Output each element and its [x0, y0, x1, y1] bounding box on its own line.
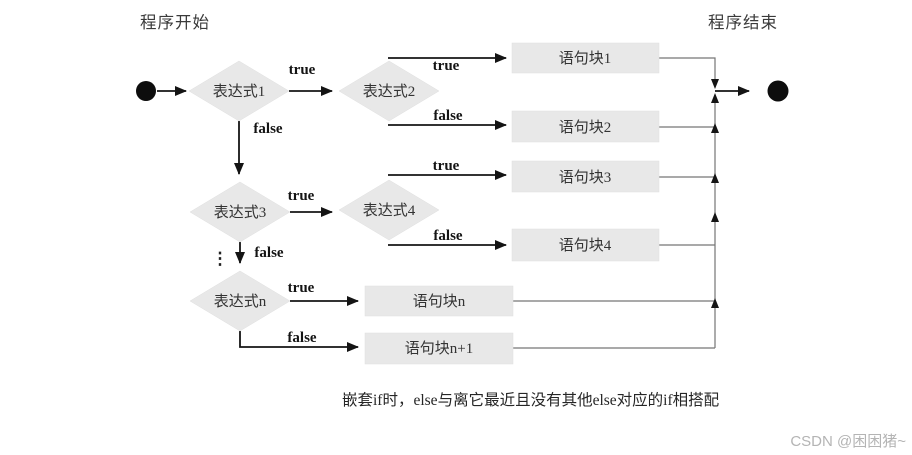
branch-label-dn-true: true: [288, 280, 315, 296]
collector-up-arrowhead-n-icon: [711, 298, 719, 308]
process-block4: [511, 228, 660, 262]
process-block2-label: 语句块2: [559, 119, 612, 136]
watermark-text: CSDN @困困猪~: [790, 433, 906, 450]
process-blockN-label: 语句块n: [413, 293, 466, 310]
branch-label-d1-true: true: [289, 62, 316, 78]
process-block1: [511, 42, 660, 74]
branch-label-d4-true: true: [433, 158, 460, 174]
connector-block1-to-collector: [659, 57, 716, 79]
start-terminal-label: 程序开始: [140, 13, 210, 32]
decision-expression2-label: 表达式2: [363, 83, 416, 100]
collector-up-arrowhead-3-icon: [711, 173, 719, 183]
branch-label-d2-false: false: [433, 108, 463, 124]
decision-expressionN: [189, 270, 291, 332]
branch-label-d3-false: false: [254, 245, 284, 261]
arrow-dn-false-to-bn1: [239, 331, 359, 352]
collector-up-arrowhead-4-icon: [711, 212, 719, 222]
decision-expression2: [338, 60, 440, 122]
decision-expression3-label: 表达式3: [214, 204, 267, 221]
branch-label-dn-false: false: [287, 330, 317, 346]
decision-expression3: [189, 181, 291, 243]
collector-down-arrowhead-icon: [711, 79, 719, 89]
collector-up-arrowhead-top-icon: [711, 93, 719, 103]
process-block4-label: 语句块4: [559, 237, 612, 254]
branch-label-d2-true: true: [433, 58, 460, 74]
branch-label-d1-false: false: [253, 121, 283, 137]
continuation-ellipsis: ⋮: [212, 249, 229, 268]
end-terminal-node: [767, 80, 789, 102]
decision-expressionN-label: 表达式n: [214, 293, 267, 310]
collector-up-arrowhead-2-icon: [711, 123, 719, 133]
process-block1-label: 语句块1: [559, 50, 612, 67]
process-block3-label: 语句块3: [559, 169, 612, 186]
branch-label-d3-true: true: [288, 188, 315, 204]
decision-expression1-label: 表达式1: [213, 83, 266, 100]
decision-expression4: [338, 179, 440, 241]
decision-expression4-label: 表达式4: [363, 202, 416, 219]
process-block2: [511, 110, 660, 143]
process-blockN1: [364, 332, 514, 365]
end-terminal-label: 程序结束: [708, 13, 778, 32]
start-terminal-node: [136, 81, 156, 101]
caption-text: 嵌套if时，else与离它最近且没有其他else对应的if相搭配: [342, 390, 719, 409]
process-blockN: [364, 285, 514, 317]
branch-label-d4-false: false: [433, 228, 463, 244]
process-block3: [511, 160, 660, 193]
decision-expression1: [188, 60, 290, 122]
process-blockN1-label: 语句块n+1: [405, 340, 473, 357]
